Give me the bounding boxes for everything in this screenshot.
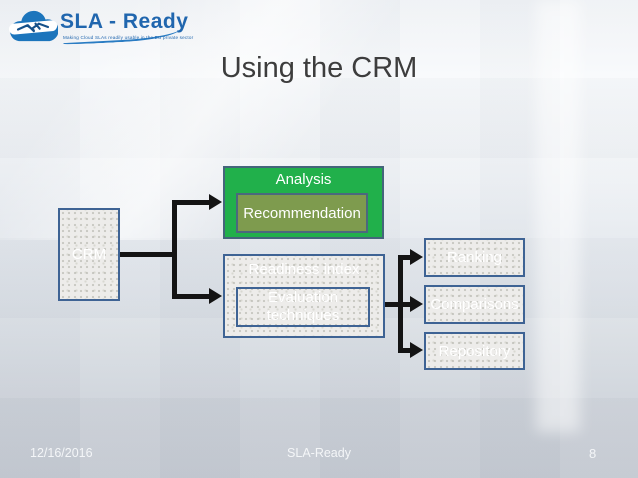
node-analysis: Analysis Recommendation <box>223 166 384 239</box>
node-ranking-label: Ranking <box>446 249 503 266</box>
connector-crm-trunk <box>120 252 175 257</box>
node-crm: CRM <box>58 208 120 301</box>
node-readiness-index: Readiness index Evaluation techniques <box>223 254 385 338</box>
sla-ready-logo: SLA - Ready Making Cloud SLAs readily us… <box>8 4 198 52</box>
node-analysis-label: Analysis <box>275 171 332 188</box>
node-evaluation-techniques: Evaluation techniques <box>236 287 370 327</box>
connector-left-vertical <box>172 200 177 299</box>
node-evaluation-techniques-label: Evaluation techniques <box>266 289 340 324</box>
node-crm-label: CRM <box>71 246 107 263</box>
arrowhead-comparisons <box>410 296 423 312</box>
connector-to-readiness <box>172 294 210 299</box>
connector-to-analysis <box>172 200 210 205</box>
node-comparisons-label: Comparisons <box>430 296 519 313</box>
footer-project: SLA-Ready <box>287 446 351 460</box>
logo-title: SLA - Ready <box>60 10 189 33</box>
logo-tagline: Making Cloud SLAs readily usable in the … <box>63 35 194 40</box>
node-readiness-index-label: Readiness index <box>248 261 360 278</box>
arrowhead-readiness <box>209 288 222 304</box>
connector-right-vertical <box>398 255 403 352</box>
footer: 12/16/2016 SLA-Ready 8 <box>0 446 638 466</box>
node-comparisons: Comparisons <box>424 285 525 324</box>
footer-page-number: 8 <box>589 446 597 461</box>
arrowhead-repository <box>410 342 423 358</box>
arrowhead-analysis <box>209 194 222 210</box>
connector-to-repository <box>398 348 412 353</box>
node-repository: Repository <box>424 332 525 370</box>
node-recommendation-label: Recommendation <box>243 204 361 222</box>
connector-to-ranking <box>398 255 412 260</box>
cloud-handshake-icon <box>8 10 58 42</box>
node-recommendation: Recommendation <box>236 193 368 233</box>
page-title: Using the CRM <box>220 52 418 84</box>
footer-date: 12/16/2016 <box>30 446 93 460</box>
node-ranking: Ranking <box>424 238 525 277</box>
arrowhead-ranking <box>410 249 423 265</box>
node-repository-label: Repository <box>438 342 511 360</box>
